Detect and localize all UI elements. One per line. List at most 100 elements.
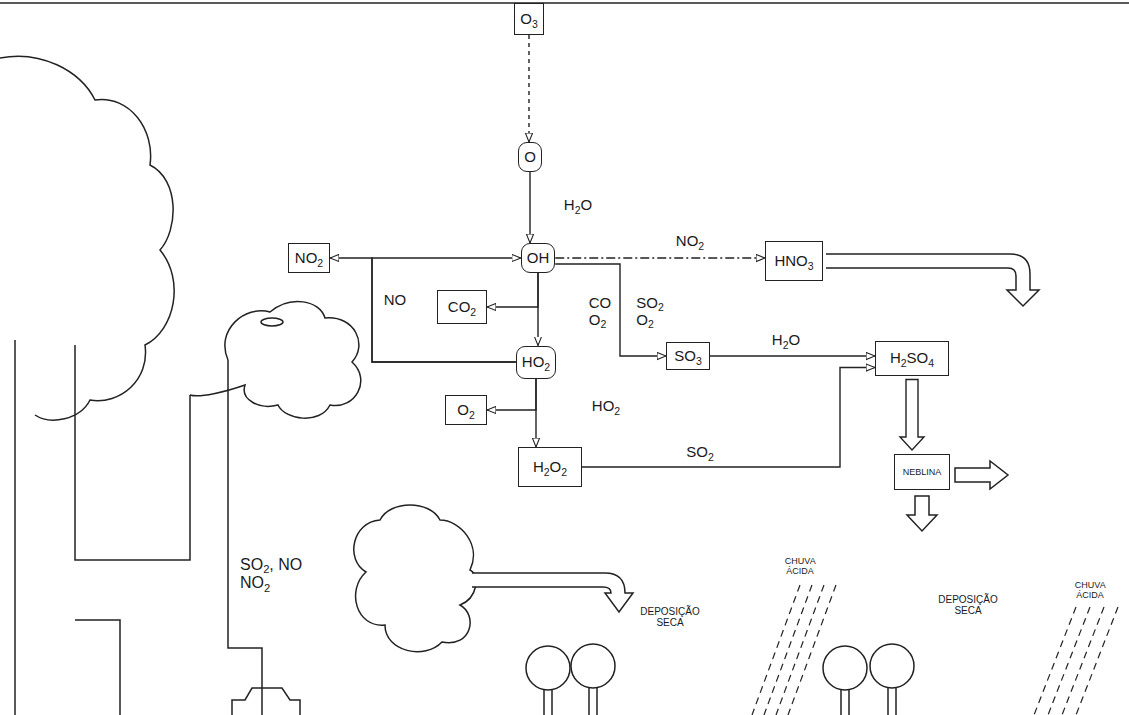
reagent-label: SO2 O2 bbox=[634, 294, 666, 329]
deposition-label: DEPOSIÇÃO SECA bbox=[936, 594, 999, 617]
rain-line bbox=[1034, 607, 1076, 715]
reaction-arrow bbox=[535, 379, 536, 448]
reaction-arrow bbox=[710, 355, 875, 356]
text-run: HNO bbox=[774, 252, 807, 269]
reaction-arrow bbox=[487, 379, 536, 411]
tree-trunk bbox=[544, 688, 597, 715]
text-run: 2 bbox=[575, 204, 581, 216]
text-run: 2 bbox=[317, 257, 323, 269]
text-run: 3 bbox=[696, 355, 702, 367]
reagent-label: HO2 bbox=[590, 397, 622, 414]
formula-text: SO3 bbox=[674, 347, 702, 364]
text-run: 2 bbox=[648, 318, 654, 330]
text-run: NEBLINA bbox=[903, 467, 942, 477]
reaction-arrow bbox=[582, 368, 875, 468]
radical-box: HO2 bbox=[516, 346, 556, 379]
chimney-wall bbox=[228, 360, 262, 715]
reaction-arrow bbox=[537, 273, 538, 346]
block-arrow bbox=[900, 380, 924, 451]
rain-lines bbox=[752, 585, 1118, 715]
formula-text: HNO3 bbox=[774, 252, 813, 269]
text-run: 2 bbox=[708, 451, 714, 463]
text-run: O bbox=[457, 401, 469, 418]
reagent-label: CO O2 bbox=[587, 294, 614, 329]
radical-box: OH bbox=[521, 243, 556, 273]
chimney-wall bbox=[14, 340, 16, 715]
text-run: NO bbox=[295, 249, 318, 266]
formula-text: O3 bbox=[520, 10, 538, 27]
text-run: 2 bbox=[698, 240, 704, 252]
formula-text: H2O2 bbox=[533, 458, 567, 475]
reaction-arrow bbox=[555, 257, 765, 258]
tree-crown bbox=[823, 646, 867, 690]
reaction-arrow bbox=[487, 273, 538, 307]
rain-line bbox=[1062, 607, 1104, 715]
text-run: H bbox=[533, 458, 544, 475]
text-run: 2 bbox=[783, 339, 789, 351]
text-run: CHUVA ÁCIDA bbox=[1075, 580, 1106, 600]
radical-box: O bbox=[518, 142, 542, 172]
text-run: 2 bbox=[263, 563, 269, 575]
text-run: H bbox=[772, 331, 783, 348]
formula-text: OH bbox=[527, 249, 550, 266]
text-run: DEPOSIÇÃO SECA bbox=[938, 594, 997, 617]
flow-arrow bbox=[907, 496, 937, 531]
rain-line bbox=[764, 585, 812, 715]
tree-crown bbox=[526, 646, 570, 690]
formula-text: O2 bbox=[457, 401, 475, 418]
rain-label: CHUVA ÁCIDA bbox=[783, 556, 817, 577]
species-box: SO3 bbox=[666, 342, 710, 370]
species-box: CO2 bbox=[437, 290, 487, 324]
formula-text: CO2 bbox=[448, 298, 476, 315]
text-run: H bbox=[564, 196, 575, 213]
text-run: 2 bbox=[469, 409, 475, 421]
flow-arrow bbox=[826, 254, 1039, 306]
rain-line bbox=[1076, 607, 1118, 715]
tree-trunk bbox=[841, 688, 896, 715]
rain-line bbox=[752, 585, 800, 715]
species-box: NO2 bbox=[288, 243, 330, 273]
species-box: H2O2 bbox=[518, 447, 582, 487]
text-run: H bbox=[890, 349, 901, 366]
rain-line bbox=[776, 585, 824, 715]
text-run: O bbox=[524, 148, 536, 165]
species-box: O2 bbox=[445, 395, 487, 425]
species-box: H2SO4 bbox=[875, 341, 949, 376]
tree-crown bbox=[870, 644, 914, 688]
formula-text: O bbox=[524, 148, 536, 165]
species-box: HNO3 bbox=[765, 241, 823, 281]
reagent-label: NO bbox=[382, 291, 409, 308]
reaction-arrow bbox=[528, 35, 529, 142]
plume-lens bbox=[261, 318, 283, 326]
text-run: 2 bbox=[544, 361, 550, 373]
formula-text: H2SO4 bbox=[890, 349, 934, 366]
tree-crown bbox=[571, 644, 615, 688]
text-run: CO O bbox=[589, 294, 612, 328]
text-run: 2 bbox=[470, 306, 476, 318]
text-run: O bbox=[550, 458, 562, 475]
pollution-cloud bbox=[354, 505, 476, 652]
text-run: HO bbox=[592, 397, 615, 414]
reagent-label: H2O bbox=[562, 196, 594, 213]
text-run: SO bbox=[240, 556, 263, 573]
text-run: NO bbox=[384, 291, 407, 308]
text-run: OH bbox=[527, 249, 550, 266]
text-run: 2 bbox=[658, 301, 664, 313]
reaction-arrow bbox=[372, 258, 521, 362]
text-run: O bbox=[520, 10, 532, 27]
text-run: NO bbox=[676, 232, 699, 249]
species-box: O3 bbox=[514, 3, 544, 35]
fog-box: NEBLINA bbox=[894, 454, 950, 490]
car-outline bbox=[232, 688, 300, 715]
text-run: 2 bbox=[901, 357, 907, 369]
text-run: HO bbox=[522, 353, 545, 370]
text-run: 2 bbox=[264, 582, 270, 594]
formula-text: NO2 bbox=[295, 249, 323, 266]
rain-line bbox=[788, 585, 836, 715]
flow-arrow bbox=[955, 461, 1008, 489]
building-step bbox=[75, 620, 120, 715]
formula-text: NEBLINA bbox=[903, 467, 942, 477]
text-run: 4 bbox=[928, 357, 934, 369]
text-run: 2 bbox=[561, 466, 567, 478]
